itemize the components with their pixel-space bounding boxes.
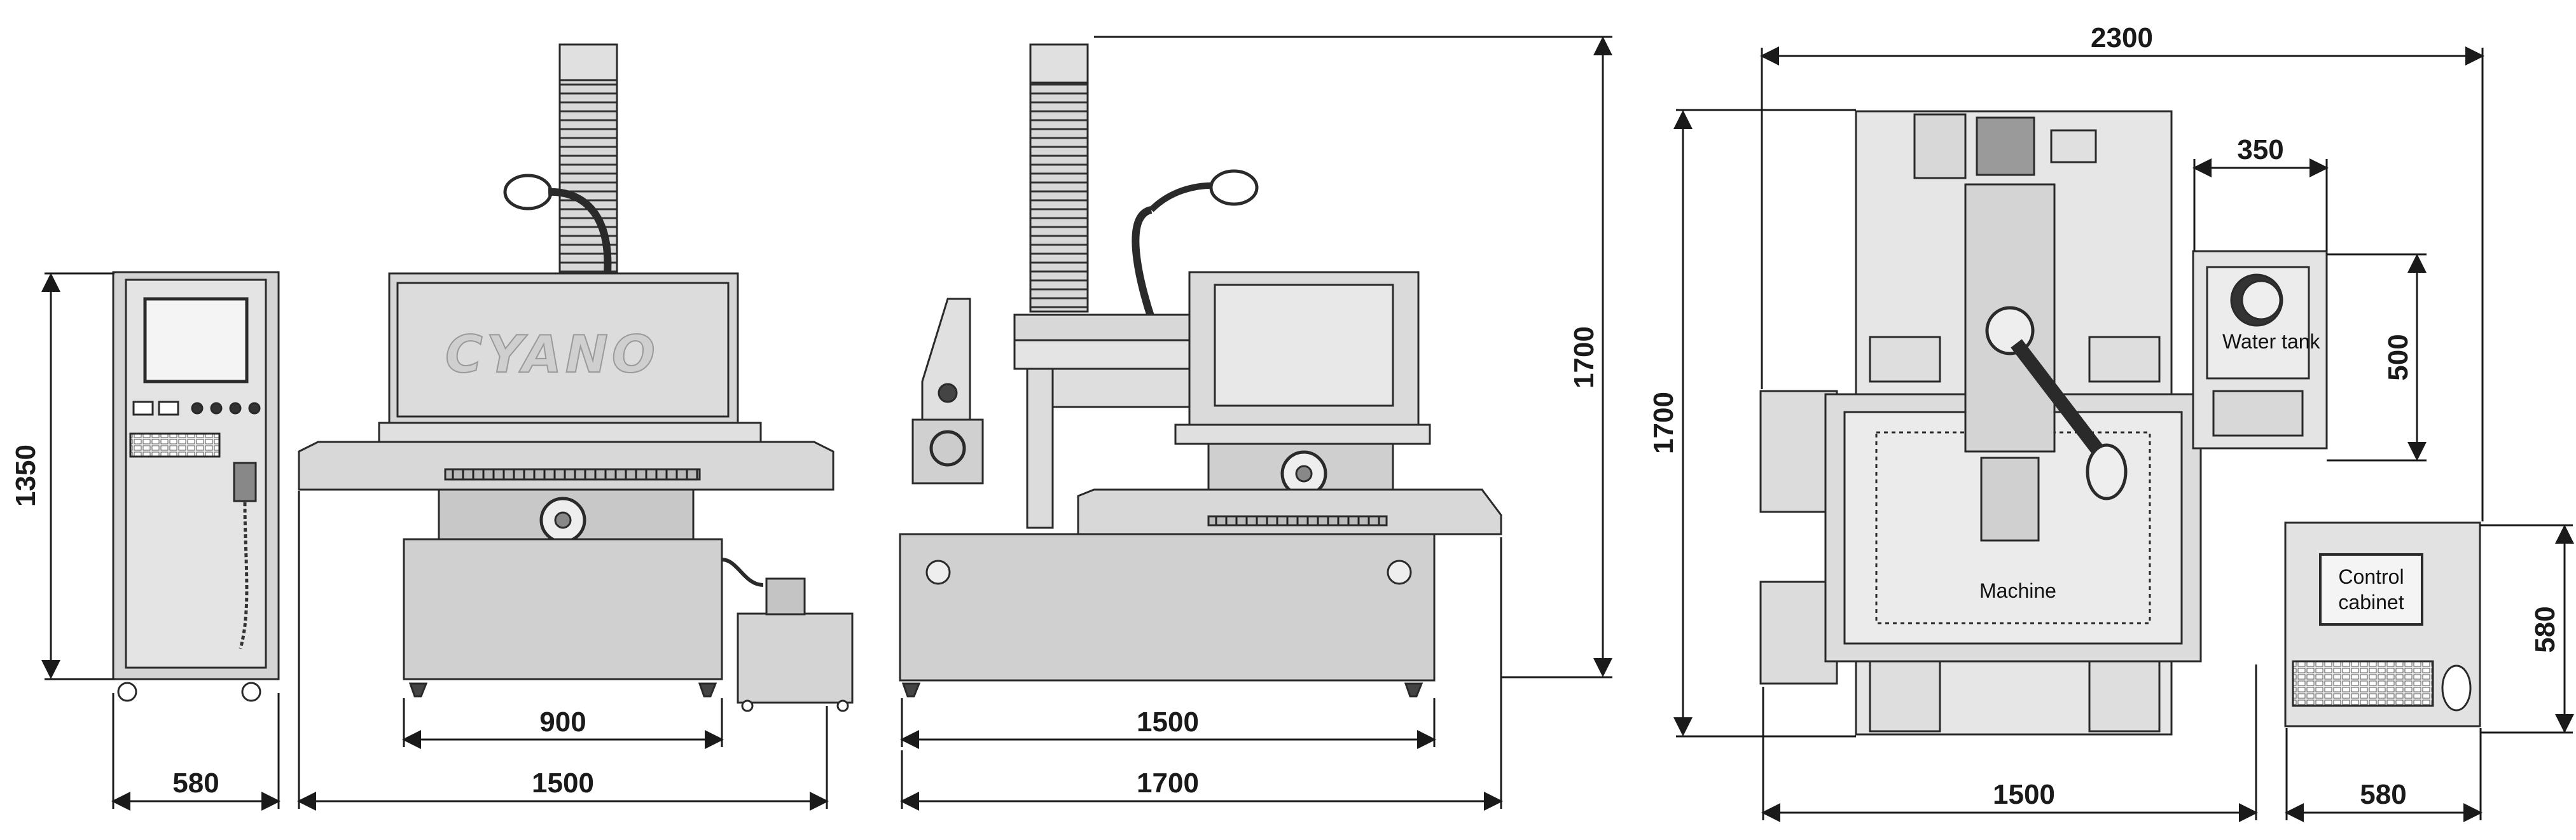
z-axis-column-side (1029, 43, 1089, 84)
machine-base-side (899, 533, 1436, 682)
dim-cabinet-height: 1350 (10, 444, 41, 507)
dim-tank-height: 500 (2383, 334, 2414, 380)
dim-front-worktable: 900 (539, 706, 586, 738)
work-lamp (503, 174, 553, 210)
cabinet-keyboard (129, 432, 221, 458)
dim-tank-width: 350 (2237, 134, 2283, 165)
dim-front-total-width: 1500 (532, 768, 594, 799)
water-tank-front (737, 612, 854, 704)
machine-base-front (403, 538, 723, 680)
work-lamp-side (1209, 169, 1259, 206)
dim-side-height: 1700 (1568, 326, 1600, 389)
dim-top-machine-width: 1500 (1993, 779, 2055, 810)
dim-side-base: 1500 (1137, 706, 1199, 738)
dim-top-depth: 1700 (1648, 392, 1679, 454)
machine-top-view (1759, 110, 2481, 736)
machine-side-view (899, 43, 1502, 698)
dim-cabinet-width: 580 (172, 768, 219, 799)
cabinet-screen (143, 297, 249, 383)
machine-front-view: CYANO (298, 43, 854, 712)
dim-top-total-width: 2300 (2091, 22, 2153, 53)
wire-spool-arm (921, 298, 971, 421)
label-control-cabinet-2: cabinet (2338, 591, 2404, 614)
control-cabinet-front-view (112, 271, 280, 702)
label-machine: Machine (1979, 579, 2056, 602)
brand-logo: CYANO (445, 325, 659, 384)
label-control-cabinet-1: Control (2338, 565, 2404, 588)
label-water-tank: Water tank (2222, 330, 2321, 353)
z-axis-column (558, 43, 618, 81)
dimension-lines (41, 36, 2574, 822)
dim-side-total-width: 1700 (1137, 768, 1199, 799)
dim-cabinet-top-height: 580 (2530, 606, 2561, 652)
dim-top-cabinet-width: 580 (2360, 779, 2406, 810)
